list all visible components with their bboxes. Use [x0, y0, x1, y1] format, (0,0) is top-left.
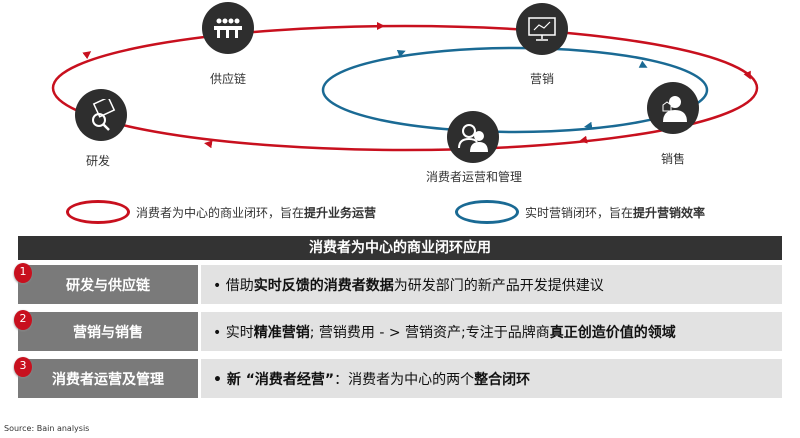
number-badge: 2 [14, 310, 32, 330]
description-text: ; 营销费用 - > 营销资产;专注于品牌商 [309, 324, 550, 341]
description-text: • 新 “消费者经营” [213, 371, 335, 388]
description-text: 为研发部门的新产品开发提供建议 [393, 277, 604, 294]
row-label: 营销与销售 [18, 312, 198, 351]
table-row: 营销与销售• 实时精准营销; 营销费用 - > 营销资产;专注于品牌商真正创造价… [14, 310, 782, 351]
red-loop [51, 24, 759, 152]
red-arrow [82, 51, 92, 60]
table-title: 消费者为中心的商业闭环应用 [18, 236, 782, 260]
row-description: • 新 “消费者经营”：消费者为中心的两个整合闭环 [201, 359, 782, 398]
node-label-marketing: 营销 [529, 72, 555, 86]
legend-red: 消费者为中心的商业闭环，旨在提升业务运营 [66, 200, 376, 224]
blue-ring-swatch [455, 200, 519, 224]
description-text: 整合闭环 [474, 371, 531, 388]
users-icon [447, 111, 499, 163]
row-description: • 实时精准营销; 营销费用 - > 营销资产;专注于品牌商真正创造价值的领域 [201, 312, 782, 351]
number-badge: 3 [14, 357, 32, 377]
description-text: 实时反馈的消费者数据 [253, 277, 394, 294]
blue-arrow [396, 49, 406, 58]
row-description: • 借助实时反馈的消费者数据为研发部门的新产品开发提供建议 [201, 265, 782, 304]
loop-diagram [51, 22, 759, 152]
description-text: • 实时 [213, 324, 254, 341]
red-arrow [743, 70, 751, 80]
monitor-chart-icon [516, 3, 568, 55]
description-text: • 借助 [213, 277, 254, 294]
description-text: 精准营销 [253, 324, 310, 341]
blue-arrow [638, 60, 648, 68]
node-label-sales: 销售 [660, 152, 686, 166]
node-label-consumer: 消费者运营和管理 [425, 170, 523, 184]
legend-blue: 实时营销闭环，旨在提升营销效率 [455, 200, 705, 224]
red-ring-swatch [66, 200, 130, 224]
salesperson-icon [647, 82, 699, 134]
meeting-icon [202, 2, 254, 54]
row-label: 消费者运营及管理 [18, 359, 198, 398]
blueprint-search-icon [75, 89, 127, 141]
row-label: 研发与供应链 [18, 265, 198, 304]
number-badge: 1 [14, 263, 32, 283]
node-label-supply: 供应链 [209, 72, 247, 86]
description-text: 真正创造价值的领域 [549, 324, 676, 341]
blue-loop [321, 46, 709, 134]
source-note: Source: Bain analysis [4, 424, 90, 433]
node-label-rnd: 研发 [85, 154, 111, 168]
description-text: ：消费者为中心的两个 [334, 371, 475, 388]
